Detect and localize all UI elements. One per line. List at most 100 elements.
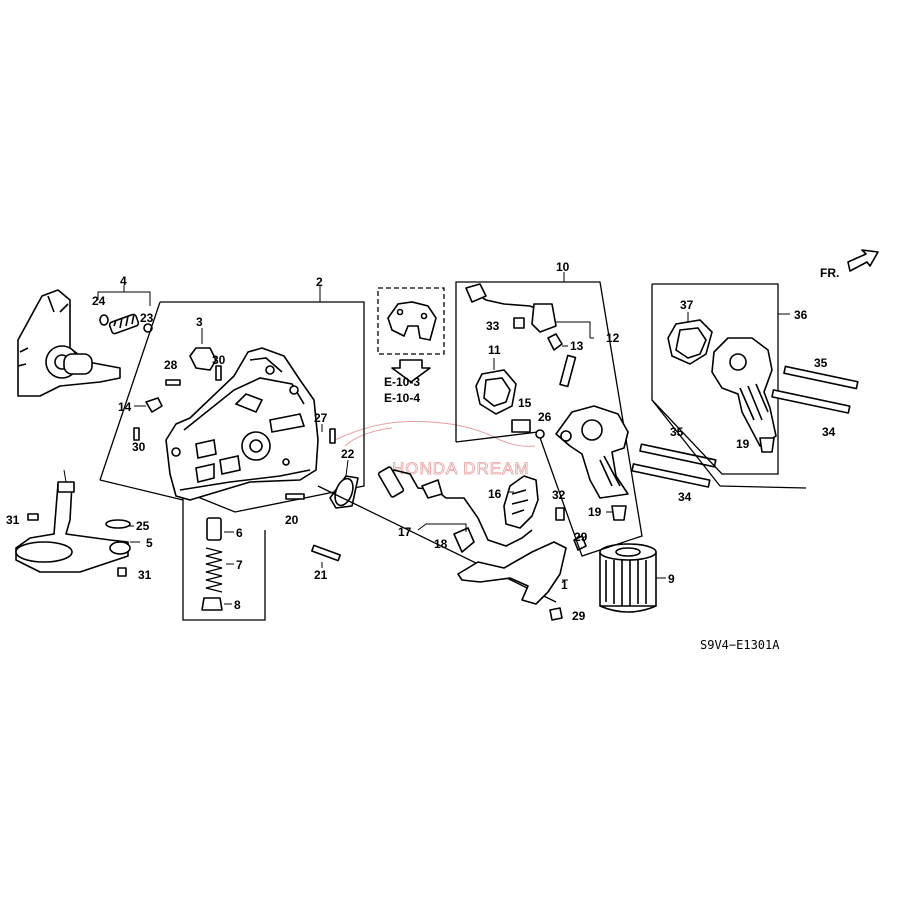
center-parts <box>317 466 666 621</box>
reference-inset-frame <box>377 287 445 355</box>
oil-pump-frame <box>99 286 365 621</box>
relief-valve-assembly <box>97 285 153 335</box>
callout-34b[interactable]: 34 <box>822 425 836 439</box>
callout-28[interactable]: 28 <box>164 358 178 372</box>
dowel-pin-30a <box>215 365 222 381</box>
dowel-pin-30b <box>133 427 140 441</box>
callout-19b[interactable]: 19 <box>736 437 750 451</box>
callout-22[interactable]: 22 <box>341 447 355 461</box>
callout-30b[interactable]: 30 <box>132 440 146 454</box>
callout-29b[interactable]: 29 <box>572 609 586 623</box>
stud-27 <box>329 428 336 444</box>
filter-base-body <box>555 405 629 499</box>
sensor-15 <box>511 419 531 433</box>
callout-10[interactable]: 10 <box>556 260 570 274</box>
callout-18[interactable]: 18 <box>434 537 448 551</box>
lower-frame-line <box>317 485 557 603</box>
pump-small-parts <box>133 328 359 611</box>
diagram-code: S9V4−E1301A <box>700 638 780 652</box>
callout-5[interactable]: 5 <box>146 536 153 550</box>
callout-36[interactable]: 36 <box>794 308 808 322</box>
callout-6[interactable]: 6 <box>236 526 243 540</box>
washer-26 <box>535 429 545 439</box>
relief-valve-body <box>108 313 140 335</box>
callout-21[interactable]: 21 <box>314 568 328 582</box>
engine-block-fragment <box>17 289 121 397</box>
spring-7 <box>205 547 223 593</box>
screen-13 <box>547 333 563 351</box>
callout-16[interactable]: 16 <box>488 487 502 501</box>
callout-1[interactable]: 1 <box>561 578 568 592</box>
callout-23[interactable]: 23 <box>140 311 154 325</box>
callout-4[interactable]: 4 <box>120 274 127 288</box>
oil-pump-outline <box>160 301 365 621</box>
reference-e-10-4[interactable]: E-10-4 <box>384 391 420 405</box>
callout-32[interactable]: 32 <box>552 488 566 502</box>
callout-17[interactable]: 17 <box>398 525 412 539</box>
bolt-35a <box>639 443 717 468</box>
bolt-21 <box>311 544 341 562</box>
callout-11[interactable]: 11 <box>488 343 501 357</box>
callout-20[interactable]: 20 <box>285 513 299 527</box>
connector-18 <box>453 527 475 553</box>
reference-inset: E-10-3 E-10-4 <box>377 287 445 405</box>
callout-3[interactable]: 3 <box>196 315 203 329</box>
callout-29a[interactable]: 29 <box>574 530 588 544</box>
gasket-11 <box>475 369 517 415</box>
callout-12[interactable]: 12 <box>606 331 620 345</box>
callout-30a[interactable]: 30 <box>212 353 226 367</box>
watermark: HONDA DREAM <box>334 420 536 478</box>
bolt-33 <box>513 317 525 329</box>
front-direction-indicator: FR. <box>820 249 879 280</box>
callout-8[interactable]: 8 <box>234 598 241 612</box>
callout-25[interactable]: 25 <box>136 519 150 533</box>
callout-26[interactable]: 26 <box>538 410 552 424</box>
oil-filter-9 <box>599 543 666 613</box>
engine-block <box>17 289 121 397</box>
right-frame <box>651 283 807 489</box>
gasket-25 <box>105 519 131 529</box>
oil-strainer <box>15 469 140 577</box>
callout-2[interactable]: 2 <box>316 275 323 289</box>
plug-19a <box>611 505 627 521</box>
dowel-20 <box>285 493 305 500</box>
nut-29b <box>549 607 563 621</box>
callout-13[interactable]: 13 <box>570 339 584 353</box>
callout-33[interactable]: 33 <box>486 319 500 333</box>
bolt-35b <box>783 365 859 390</box>
nut-29a <box>573 535 587 551</box>
bolt-31a <box>27 513 39 521</box>
callout-35a[interactable]: 35 <box>670 425 684 439</box>
callout-31b[interactable]: 31 <box>138 568 152 582</box>
bolt-34b <box>771 389 851 414</box>
harness-18 <box>385 469 533 547</box>
reference-arrow-icon <box>391 359 431 383</box>
bolt-32 <box>555 507 565 521</box>
callout-24[interactable]: 24 <box>92 294 106 308</box>
relief-valve-6 <box>206 517 222 541</box>
callout-31a[interactable]: 31 <box>6 513 20 527</box>
o-ring-3 <box>189 347 217 371</box>
filter-base <box>465 283 717 521</box>
callout-15[interactable]: 15 <box>518 396 532 410</box>
front-direction-label: FR. <box>820 266 839 280</box>
callout-35b[interactable]: 35 <box>814 356 828 370</box>
reference-e-10-3[interactable]: E-10-3 <box>384 375 420 389</box>
callout-9[interactable]: 9 <box>668 572 675 586</box>
callout-19a[interactable]: 19 <box>588 505 602 519</box>
plug-19b <box>759 437 775 453</box>
callout-14[interactable]: 14 <box>118 400 132 414</box>
callout-37[interactable]: 37 <box>680 298 694 312</box>
front-arrow-icon <box>847 249 879 272</box>
bolt-28 <box>165 379 181 386</box>
callout-27[interactable]: 27 <box>314 411 328 425</box>
callout-34a[interactable]: 34 <box>678 490 692 504</box>
bolt-14 <box>145 397 163 413</box>
oil-pump-body <box>165 347 319 501</box>
bracket-1 <box>457 541 567 605</box>
filter-base-36 <box>711 337 777 447</box>
right-assembly-outline <box>651 283 779 475</box>
callout-7[interactable]: 7 <box>236 558 243 572</box>
solenoid-12 <box>531 303 557 333</box>
